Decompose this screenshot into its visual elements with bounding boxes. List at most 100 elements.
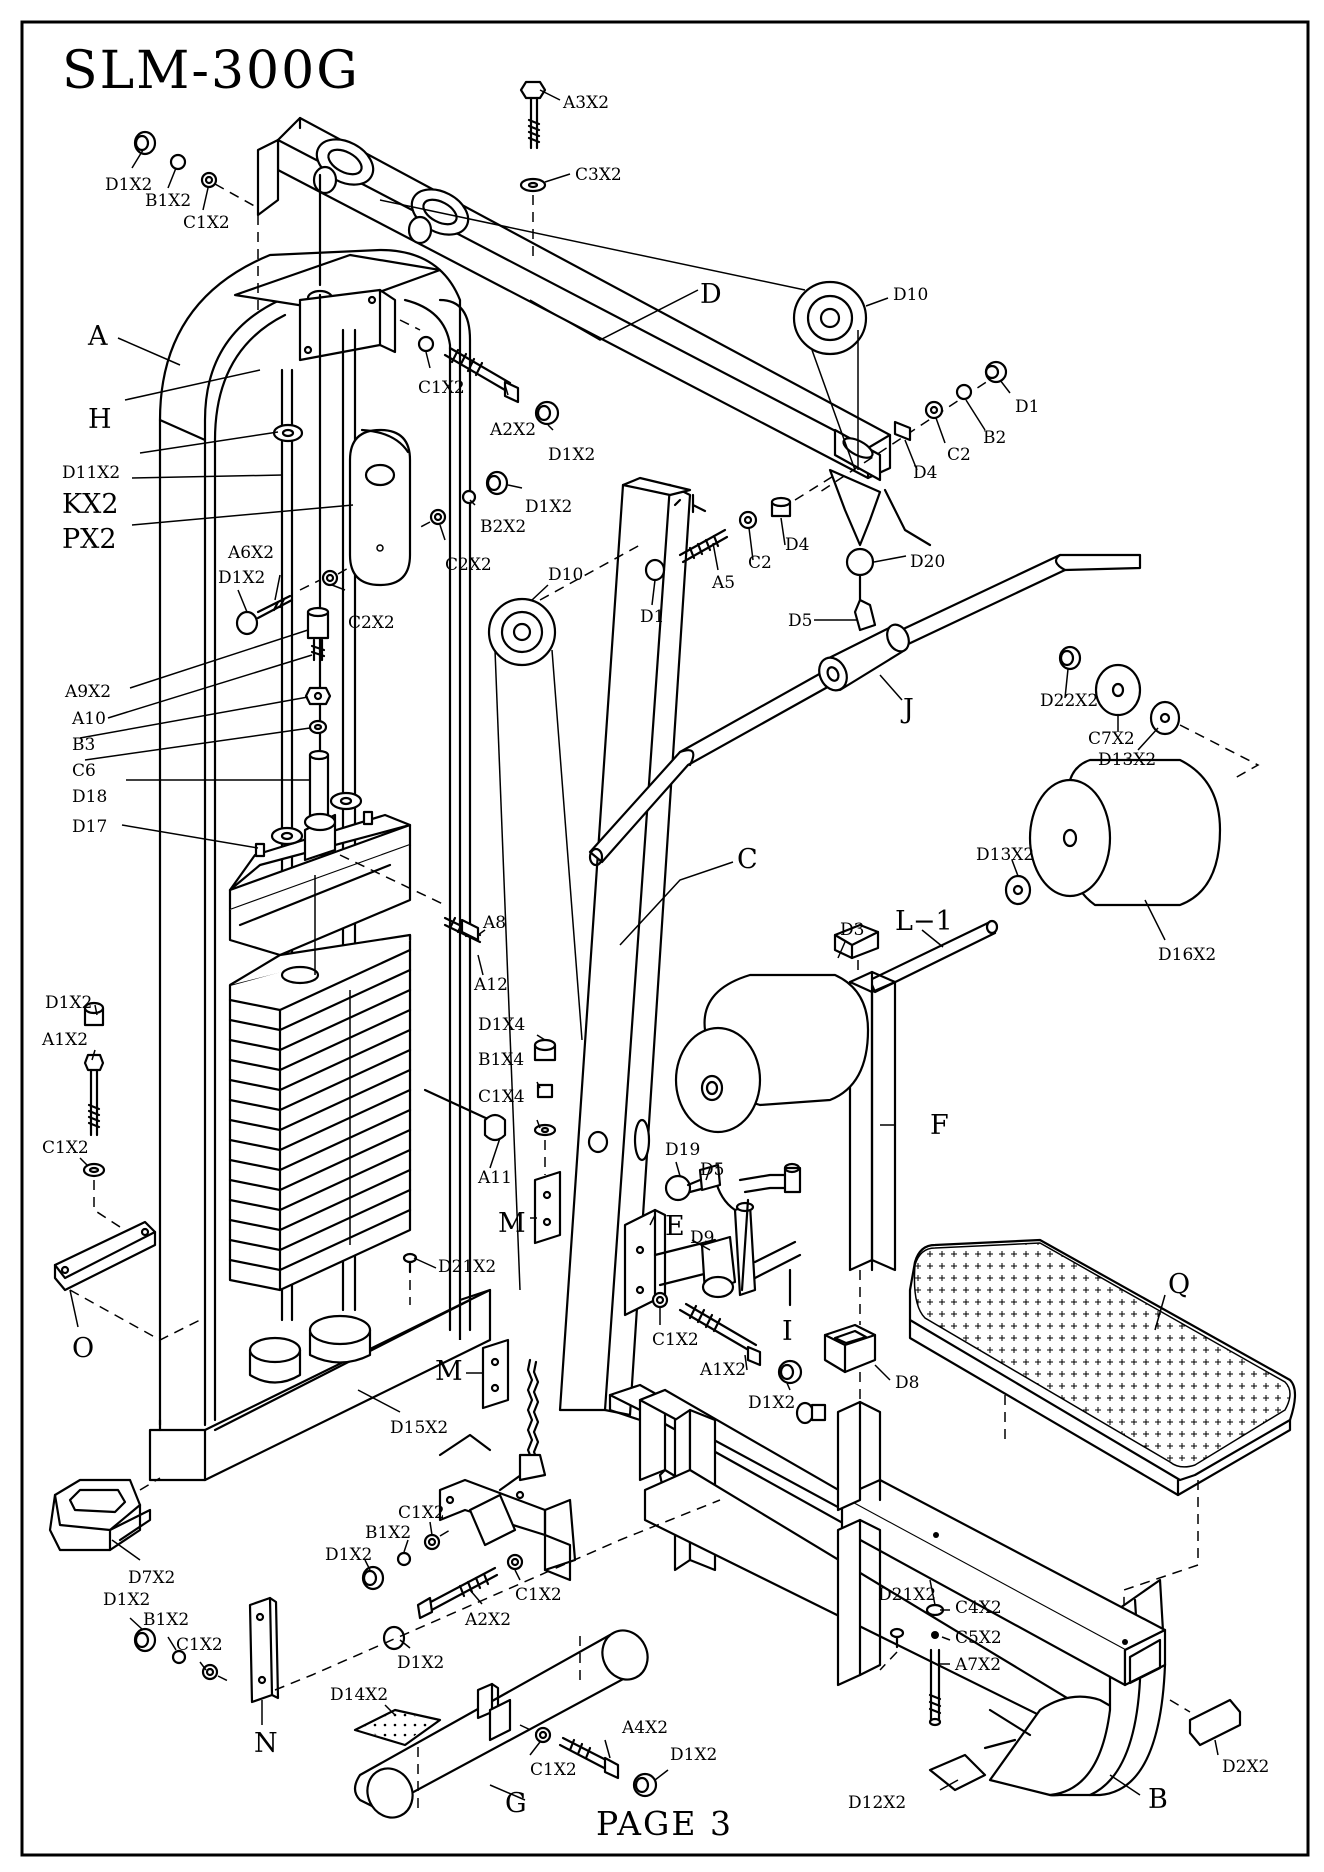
label-d14x2: D14X2 <box>330 1685 388 1705</box>
hardware-d22-c7-d13 <box>1058 645 1260 779</box>
label-c: C <box>737 844 758 875</box>
label-d1x2-a6: D1X2 <box>218 568 265 588</box>
label-a1x2-e: A1X2 <box>699 1360 746 1380</box>
label-c1x2-h: C1X2 <box>418 378 465 398</box>
label-kx2: KX2 <box>62 489 119 520</box>
label-d: D <box>700 279 722 310</box>
weight-stack <box>228 875 412 1292</box>
label-n: N <box>254 1728 278 1759</box>
label-d11x2: D11X2 <box>62 463 120 483</box>
label-d15x2: D15X2 <box>390 1418 448 1438</box>
label-d2x2: D2X2 <box>1222 1757 1269 1777</box>
label-px2: PX2 <box>62 524 117 555</box>
pulley-plates-px2 <box>348 428 412 587</box>
roller-d16x2-right <box>1004 758 1222 907</box>
hardware-bottom-a2x2 <box>361 1529 524 1651</box>
label-d21x2-a: D21X2 <box>438 1257 496 1277</box>
label-d19: D19 <box>665 1140 700 1160</box>
label-m-top: M <box>498 1208 526 1239</box>
page-number: PAGE 3 <box>596 1804 733 1843</box>
label-a6x2: A6X2 <box>227 543 274 563</box>
chain <box>526 1358 540 1464</box>
label-o: O <box>72 1333 94 1364</box>
rubber-feet-d15x2 <box>248 1314 372 1384</box>
label-c2x2-a: C2X2 <box>445 555 492 575</box>
label-d1x2-e: D1X2 <box>748 1393 795 1413</box>
pulley-d10-mid <box>487 544 641 1291</box>
hardware-top-left <box>133 130 259 310</box>
label-d10-mid: D10 <box>548 565 583 585</box>
label-d12x2: D12X2 <box>848 1793 906 1813</box>
label-c2-mid: C2 <box>748 553 772 573</box>
label-c1x2-g: C1X2 <box>530 1760 577 1780</box>
label-c6: C6 <box>72 761 96 781</box>
label-b3: B3 <box>72 735 95 755</box>
label-c1x2-bottom2: C1X2 <box>515 1585 562 1605</box>
bolt-a1x2-left <box>82 1001 141 1241</box>
label-d4-right: D4 <box>913 463 937 483</box>
plate-m-top <box>533 1170 562 1245</box>
bolts-c4-c5-a7 <box>879 1603 1032 1737</box>
label-a10: A10 <box>71 709 106 729</box>
label-a12: A12 <box>473 975 508 995</box>
label-a1x2-left: A1X2 <box>41 1030 88 1050</box>
label-b: B <box>1148 1784 1168 1815</box>
hardware-px2 <box>321 470 509 587</box>
label-a7x2: A7X2 <box>954 1655 1001 1675</box>
label-c1x4: C1X4 <box>478 1087 525 1107</box>
label-c1x2-e: C1X2 <box>652 1330 699 1350</box>
cap-d3 <box>833 923 880 972</box>
label-d1x2-g2: D1X2 <box>670 1745 717 1765</box>
label-a2x2-top: A2X2 <box>489 420 536 440</box>
roller-d16x2-left <box>674 973 870 1134</box>
label-c1x2-topleft: C1X2 <box>183 213 230 233</box>
pin-a8-a12 <box>339 854 482 944</box>
hardware-e-bolt <box>651 1291 827 1425</box>
label-f: F <box>930 1110 949 1141</box>
label-b1x2-topleft: B1X2 <box>145 191 191 211</box>
lat-bar-j <box>588 553 1142 867</box>
label-d1x2-h: D1X2 <box>548 445 595 465</box>
insert-d8 <box>823 1270 877 1400</box>
label-c7x2: C7X2 <box>1088 729 1135 749</box>
label-l1: L−1 <box>895 906 953 937</box>
selector-pin-a11 <box>423 1088 507 1142</box>
label-d16x2: D16X2 <box>1158 945 1216 965</box>
label-c4x2: C4X2 <box>955 1598 1002 1618</box>
label-h: H <box>88 404 112 435</box>
label-a2x2-bottom: A2X2 <box>464 1610 511 1630</box>
bolt-d21x2-a <box>402 1252 418 1305</box>
label-i: I <box>782 1316 793 1347</box>
label-d1-right: D1 <box>1015 397 1039 417</box>
hardware-h-bolt <box>399 319 560 426</box>
label-b1x2-n: B1X2 <box>143 1610 189 1630</box>
label-m-bottom: M <box>435 1356 463 1387</box>
label-a8: A8 <box>482 913 506 933</box>
top-beam-d <box>256 116 932 602</box>
label-d1x4: D1X4 <box>478 1015 525 1035</box>
bolt-a3x2 <box>519 80 547 260</box>
label-d18: D18 <box>72 787 107 807</box>
label-b2x2: B2X2 <box>480 517 526 537</box>
label-d1-mid: D1 <box>640 607 664 627</box>
label-g: G <box>505 1788 527 1819</box>
label-d17: D17 <box>72 817 107 837</box>
hardware-a6x2 <box>235 579 321 636</box>
label-c1x2-n: C1X2 <box>176 1635 223 1655</box>
label-d20: D20 <box>910 552 945 572</box>
label-c2-right: C2 <box>947 445 971 465</box>
label-d3: D3 <box>840 920 864 940</box>
end-cap-d2x2 <box>1169 1698 1242 1747</box>
foot-tube-g <box>353 1629 658 1819</box>
label-d9: D9 <box>690 1228 714 1248</box>
label-d13x2-top: D13X2 <box>1098 750 1156 770</box>
label-d22x2: D22X2 <box>1040 691 1098 711</box>
label-d7x2: D7X2 <box>128 1568 175 1588</box>
label-d1x2-g: D1X2 <box>397 1653 444 1673</box>
label-d5-top: D5 <box>788 611 812 631</box>
label-b1x2-bottom: B1X2 <box>365 1523 411 1543</box>
pulley-d10-top <box>379 199 868 471</box>
label-a11: A11 <box>477 1168 512 1188</box>
label-c2x2-b: C2X2 <box>348 613 395 633</box>
